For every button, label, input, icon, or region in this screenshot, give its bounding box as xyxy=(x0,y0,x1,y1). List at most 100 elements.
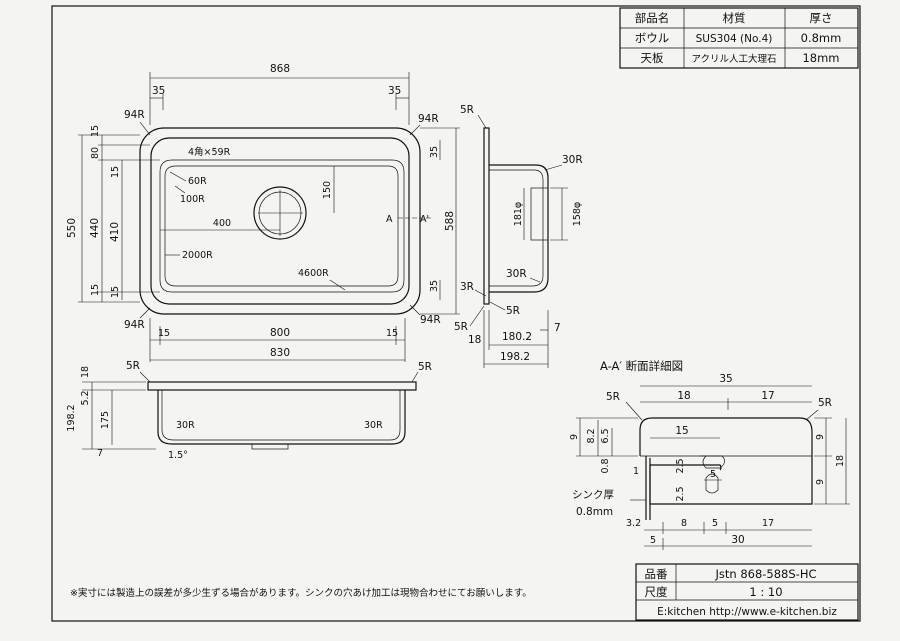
plan-section-a-prime: A' xyxy=(420,214,429,225)
detail-dim-8-2: 8.2 xyxy=(586,428,597,443)
detail-dim-8: 8 xyxy=(681,518,687,529)
title-model-label: 品番 xyxy=(645,567,668,581)
detail-view: A-A′ 断面詳細図 35 18 17 5R 5R 9 8.2 6.5 15 0… xyxy=(569,359,850,550)
drawing-frame xyxy=(51,5,861,622)
detail-r5-left: 5R xyxy=(606,391,620,403)
front-r30-left: 30R xyxy=(176,420,195,431)
plan-r94-tr: 94R xyxy=(418,113,439,125)
detail-dim-18: 18 xyxy=(677,390,690,402)
manufacturing-note: ※実寸には製造上の誤差が多少生ずる場合があります。シンクの穴あけ加工は現物合わせ… xyxy=(70,587,532,599)
side-view: 5R 30R 181φ 158φ 30R 3R 5R 5R 7 18 180.2… xyxy=(454,104,583,368)
side-r30-bottom: 30R xyxy=(506,268,527,280)
plan-dim-35-right-top: 35 xyxy=(429,146,440,158)
detail-dim-0-8: 0.8 xyxy=(600,458,611,473)
detail-dim-9-right-top: 9 xyxy=(815,434,826,440)
spec-row1-thickness: 0.8mm xyxy=(801,31,842,45)
front-slope: 1.5° xyxy=(168,450,188,461)
plan-dim-15-inner-bottom: 15 xyxy=(110,286,121,298)
plan-dim-830: 830 xyxy=(270,347,290,359)
title-footer: E:kitchen http://www.e-kitchen.biz xyxy=(657,606,837,618)
plan-r2000: 2000R xyxy=(182,250,213,261)
detail-countertop xyxy=(639,417,813,505)
front-r5-right: 5R xyxy=(418,361,432,373)
plan-r4600: 4600R xyxy=(298,268,329,279)
plan-dim-410: 410 xyxy=(109,222,121,242)
plan-dim-800: 800 xyxy=(270,327,290,339)
side-r3: 3R xyxy=(460,281,474,293)
detail-dim-1: 1 xyxy=(633,466,639,477)
side-dia-181: 181φ xyxy=(513,202,524,226)
plan-dim-150: 150 xyxy=(322,181,333,199)
plan-r94-bl: 94R xyxy=(124,319,145,331)
plan-dim-550: 550 xyxy=(66,218,78,238)
side-r5-top: 5R xyxy=(460,104,474,116)
plan-dim-400: 400 xyxy=(213,218,231,229)
plan-dim-15-bottom-right: 15 xyxy=(386,328,398,339)
detail-dim-35: 35 xyxy=(719,373,732,385)
plan-dim-588: 588 xyxy=(444,211,456,231)
spec-row2-thickness: 18mm xyxy=(802,51,839,65)
side-dia-158: 158φ xyxy=(572,202,583,226)
plan-r94-br: 94R xyxy=(420,314,441,326)
detail-dim-5-b: 5 xyxy=(712,518,718,529)
spec-header-part: 部品名 xyxy=(635,11,670,25)
detail-dim-5-a: 5 xyxy=(710,469,716,480)
detail-dim-2-5-b: 2.5 xyxy=(675,486,686,501)
spec-table: 部品名 材質 厚さ ボウル SUS304 (No.4) 0.8mm 天板 アクリ… xyxy=(619,7,859,69)
detail-dim-2-5-a: 2.5 xyxy=(675,458,686,473)
plan-dim-15-top: 15 xyxy=(90,125,101,137)
front-bowl xyxy=(157,390,406,445)
front-dim-175: 175 xyxy=(100,411,111,429)
side-dim-7: 7 xyxy=(554,322,561,334)
side-drain xyxy=(530,187,549,241)
title-block: 品番 Jstn 868-588S-HC 尺度 1 : 10 E:kitchen … xyxy=(635,563,859,621)
side-r5-bottom: 5R xyxy=(454,321,468,333)
front-r5-left: 5R xyxy=(126,360,140,372)
plan-inner-rim xyxy=(150,137,410,305)
side-dim-18: 18 xyxy=(468,334,481,346)
plan-r60: 60R xyxy=(188,176,207,187)
detail-title: A-A′ 断面詳細図 xyxy=(600,359,683,373)
side-dim-180-2: 180.2 xyxy=(502,331,532,343)
plan-r94-tl: 94R xyxy=(124,109,145,121)
front-view: 5R 5R 18 5.2 198.2 175 7 30R 30R 1.5° xyxy=(66,360,432,461)
front-drain xyxy=(251,443,289,450)
plan-bowl-bottom xyxy=(159,159,405,293)
spec-row2-part: 天板 xyxy=(641,51,664,65)
side-flange xyxy=(483,127,490,305)
detail-dim-18-right: 18 xyxy=(835,455,846,467)
detail-sink-thickness-label: シンク厚 xyxy=(572,489,614,501)
plan-note-4corner: 4角×59R xyxy=(188,146,231,158)
detail-r5-right: 5R xyxy=(818,397,832,409)
plan-dim-868: 868 xyxy=(270,63,290,75)
title-model-value: Jstn 868-588S-HC xyxy=(714,567,816,581)
plan-outer-flange xyxy=(139,127,421,315)
spec-row2-material: アクリル人工大理石 xyxy=(691,53,776,65)
side-r30-top: 30R xyxy=(562,154,583,166)
plan-drain-outer xyxy=(253,186,307,240)
plan-dim-35-left: 35 xyxy=(152,85,165,97)
detail-dim-9-left: 9 xyxy=(569,434,580,440)
detail-sink-thickness-value: 0.8mm xyxy=(576,506,613,518)
detail-dim-9-right-bottom: 9 xyxy=(815,479,826,485)
spec-header-thickness: 厚さ xyxy=(810,11,833,25)
detail-dim-15: 15 xyxy=(675,425,688,437)
title-scale-label: 尺度 xyxy=(645,585,668,599)
detail-dim-6-5: 6.5 xyxy=(600,428,611,443)
plan-dim-440: 440 xyxy=(89,218,101,238)
plan-r100: 100R xyxy=(180,194,205,205)
title-scale-value: 1 : 10 xyxy=(749,585,782,599)
detail-dim-17-top: 17 xyxy=(761,390,774,402)
side-r5-mid: 5R xyxy=(506,305,520,317)
front-dim-7: 7 xyxy=(97,448,103,459)
spec-header-material: 材質 xyxy=(723,11,746,25)
front-r30-right: 30R xyxy=(364,420,383,431)
front-flange xyxy=(147,381,417,391)
plan-dim-35-right-bottom: 35 xyxy=(429,280,440,292)
detail-dim-5-c: 5 xyxy=(650,535,656,546)
front-dim-18: 18 xyxy=(80,366,91,378)
plan-dim-15-inner-top: 15 xyxy=(110,166,121,178)
detail-dim-17-bottom: 17 xyxy=(762,518,774,529)
